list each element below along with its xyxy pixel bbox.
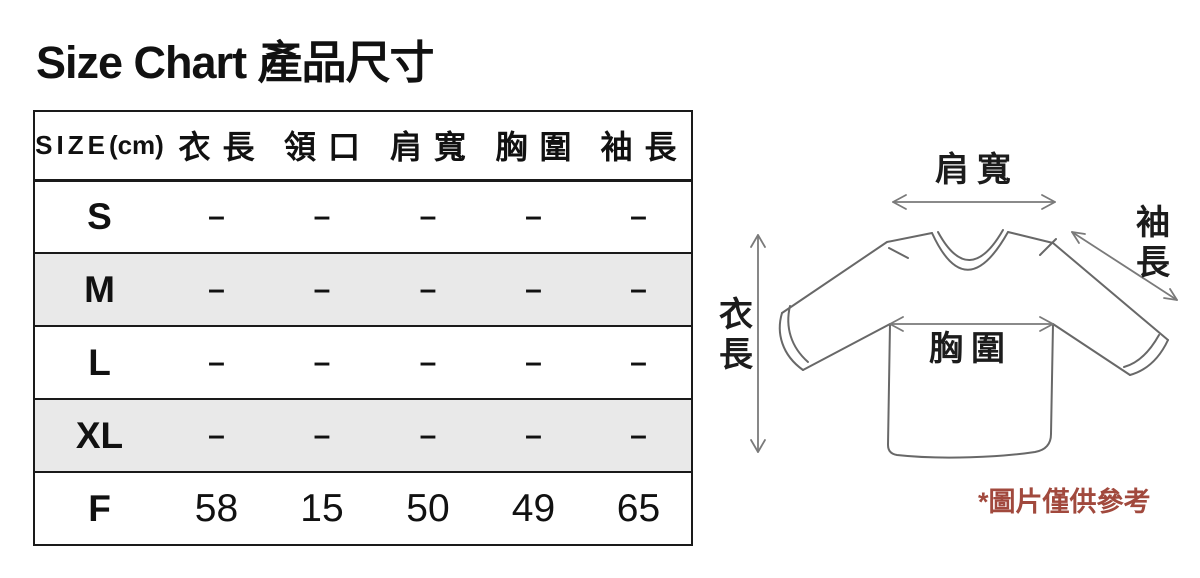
table-row: F 58 15 50 49 65 <box>34 472 692 545</box>
measurement-cell: 65 <box>616 486 661 530</box>
measurement-cell: – <box>208 345 225 379</box>
size-label: M <box>84 268 115 310</box>
measurement-cell: – <box>630 345 647 379</box>
measurement-cell: – <box>313 345 331 379</box>
table-row: XL – – – – – <box>34 399 692 472</box>
measurement-cell: – <box>419 418 437 452</box>
shoulder-width-label: 肩寬 <box>935 150 1019 189</box>
sleeve-length-label-top: 袖 <box>1136 204 1170 242</box>
chest-width-arrow <box>889 316 1054 332</box>
table-row: L––––– <box>34 326 692 399</box>
measurement-cell: – <box>419 272 437 306</box>
shirt-measurement-diagram: 肩寬 袖 長 衣 長 胸圍 <box>719 150 1178 459</box>
measurement-cell: – <box>208 418 225 452</box>
measurement-cell: – <box>208 272 225 306</box>
column-header-neck: 領口 <box>283 129 372 166</box>
size-label: F <box>88 487 111 529</box>
chest-width-label: 胸圍 <box>929 330 1013 368</box>
measurement-cell: – <box>313 199 331 233</box>
size-table-body: S – – – – – M – – – – – L – – – – – XL – – – – – F 58 15 50 49 65 <box>34 180 692 545</box>
column-header-length: 衣長 <box>178 129 267 166</box>
measurement-cell: – <box>525 345 542 379</box>
sleeve-length-label-bottom: 長 <box>1136 244 1171 282</box>
measurement-cell: – <box>208 199 225 233</box>
measurement-cell: – <box>419 199 437 233</box>
measurement-cell: – <box>630 272 647 306</box>
measurement-cell: – <box>313 272 331 306</box>
measurement-cell: 15 <box>300 486 344 530</box>
reference-note: *圖片僅供參考 <box>978 487 1151 517</box>
column-header-chest: 胸圍 <box>495 129 584 166</box>
shoulder-width-arrow <box>892 194 1056 210</box>
garment-length-arrow <box>750 234 766 453</box>
table-row: S––––– <box>34 180 692 253</box>
garment-length-label-top: 衣 <box>719 296 753 334</box>
sleeve-length-arrow <box>1071 231 1178 301</box>
shirt-outline-drawing <box>778 229 1169 459</box>
measurement-cell: 58 <box>194 486 239 530</box>
measurement-cell: – <box>419 345 437 379</box>
size-label: XL <box>75 414 124 456</box>
column-header-sleeve: 袖長 <box>600 129 689 166</box>
measurement-cell: – <box>525 272 542 306</box>
column-header-size: SIZE(cm) <box>35 129 164 160</box>
measurement-cell: – <box>525 199 542 233</box>
table-row: M––––– <box>34 253 692 326</box>
measurement-cell: 49 <box>511 486 556 530</box>
table-header-row: SIZE(cm) 衣長 領口 肩寬 胸圍 袖長 <box>34 111 692 180</box>
measurement-cell: – <box>630 199 647 233</box>
measurement-cell: – <box>313 418 331 452</box>
measurement-cell: – <box>525 418 542 452</box>
measurement-cell: – <box>630 418 647 452</box>
size-table: SIZE(cm) 衣長 領口 肩寬 胸圍 袖長 S – – – – – M – – – – – L – – –… <box>33 110 693 546</box>
column-header-shoulder: 肩寬 <box>389 129 478 166</box>
size-label: S <box>87 195 112 237</box>
measurement-cell: 50 <box>406 486 450 530</box>
size-label: L <box>88 341 111 383</box>
garment-length-label-bottom: 長 <box>719 336 754 374</box>
page-title: Size Chart 產品尺寸 <box>36 37 435 88</box>
